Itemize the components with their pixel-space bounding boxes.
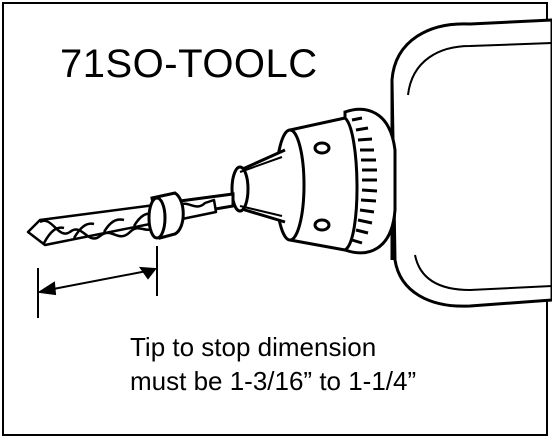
drill-body-icon: [390, 18, 552, 308]
stop-collar-icon: [147, 191, 185, 240]
caption-line-2: must be 1-3/16” to 1-1/4”: [130, 366, 417, 396]
drill-bit-icon: [26, 198, 218, 247]
drill-chuck-collar-icon: [343, 107, 397, 255]
caption-line-1: Tip to stop dimension: [130, 332, 377, 362]
dimension-arrow-icon: [37, 246, 158, 318]
drill-chuck-icon: [230, 116, 359, 252]
part-code-label: 71SO-TOOLC: [60, 42, 318, 86]
dimension-caption: Tip to stop dimension must be 1-3/16” to…: [130, 330, 416, 398]
